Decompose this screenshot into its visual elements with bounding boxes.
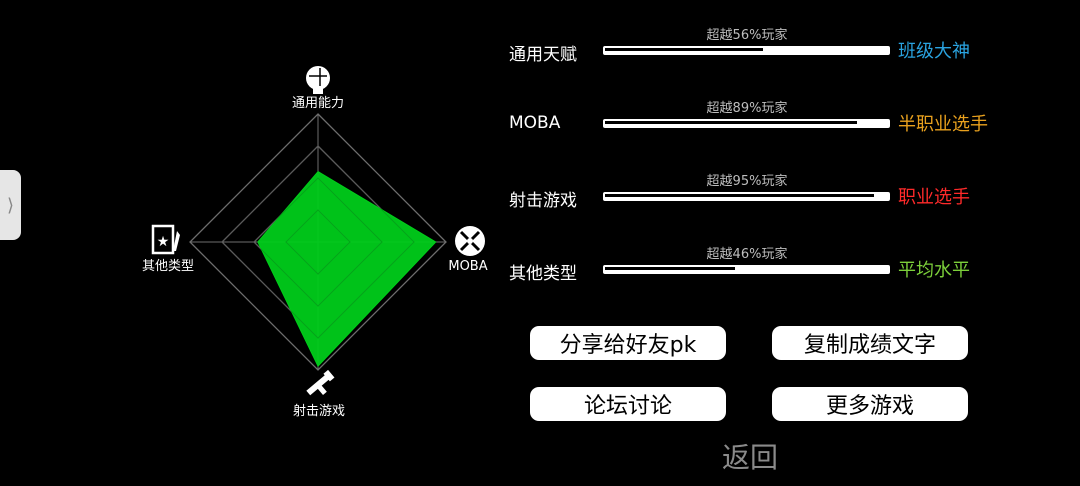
- stat-progress-fill: [605, 267, 735, 270]
- stat-progress-bar: [603, 265, 890, 274]
- radar-axis-label: MOBA: [448, 259, 487, 274]
- stat-progress-bar: [603, 119, 890, 128]
- svg-text:★: ★: [157, 234, 170, 250]
- rifle-icon: [306, 369, 335, 396]
- stat-progress-fill: [605, 194, 874, 197]
- copy-results-button[interactable]: 复制成绩文字: [772, 326, 968, 360]
- radar-inner-grid: [221, 145, 415, 339]
- stat-rank: 半职业选手: [898, 114, 988, 135]
- stat-progress-fill: [605, 121, 857, 124]
- radar-inner-grid: [253, 177, 383, 307]
- radar-axis-label: 其他类型: [142, 259, 194, 274]
- stat-percent: 超越95%玩家: [706, 174, 788, 189]
- crossed-swords-icon: [455, 226, 485, 256]
- radar-axis-label: 射击游戏: [293, 403, 345, 419]
- stat-progress-bar: [603, 192, 890, 201]
- stat-percent: 超越46%玩家: [706, 247, 788, 262]
- stat-progress-fill: [605, 48, 763, 51]
- chevron-right-icon: ⟩: [6, 194, 15, 216]
- stat-name: 通用天赋: [509, 45, 577, 65]
- back-button[interactable]: 返回: [721, 441, 778, 474]
- radar-axis-label: 通用能力: [292, 96, 344, 111]
- radar-data-area: [257, 170, 437, 368]
- forum-button[interactable]: 论坛讨论: [530, 387, 726, 421]
- stat-rank: 班级大神: [898, 41, 970, 62]
- side-drawer-handle[interactable]: ⟩: [0, 170, 21, 240]
- stat-percent: 超越56%玩家: [706, 28, 788, 43]
- share-pk-button[interactable]: 分享给好友pk: [530, 326, 726, 360]
- stat-percent: 超越89%玩家: [706, 101, 788, 116]
- stat-rank: 职业选手: [898, 187, 970, 208]
- card-star-icon: ★: [151, 224, 180, 255]
- stat-name: MOBA: [509, 113, 561, 133]
- stat-row: 超越95%玩家射击游戏 职业选手: [0, 174, 1080, 236]
- stat-row: 超越89%玩家 MOBA 半职业选手: [0, 101, 1080, 163]
- stat-progress-bar: [603, 46, 890, 55]
- more-games-button[interactable]: 更多游戏: [772, 387, 968, 421]
- stat-row: 超越56%玩家通用天赋 班级大神: [0, 28, 1080, 90]
- radar-chart: ★ 通用能力 MOBA 射击游戏 其他类型: [142, 66, 488, 419]
- stat-row: 超越46%玩家其他类型 平均水平: [0, 247, 1080, 309]
- stat-name: 射击游戏: [509, 191, 577, 211]
- stat-rank: 平均水平: [898, 260, 970, 281]
- stat-name: 其他类型: [509, 264, 577, 284]
- radar-inner-grid: [285, 209, 351, 275]
- head-icon: [306, 66, 330, 94]
